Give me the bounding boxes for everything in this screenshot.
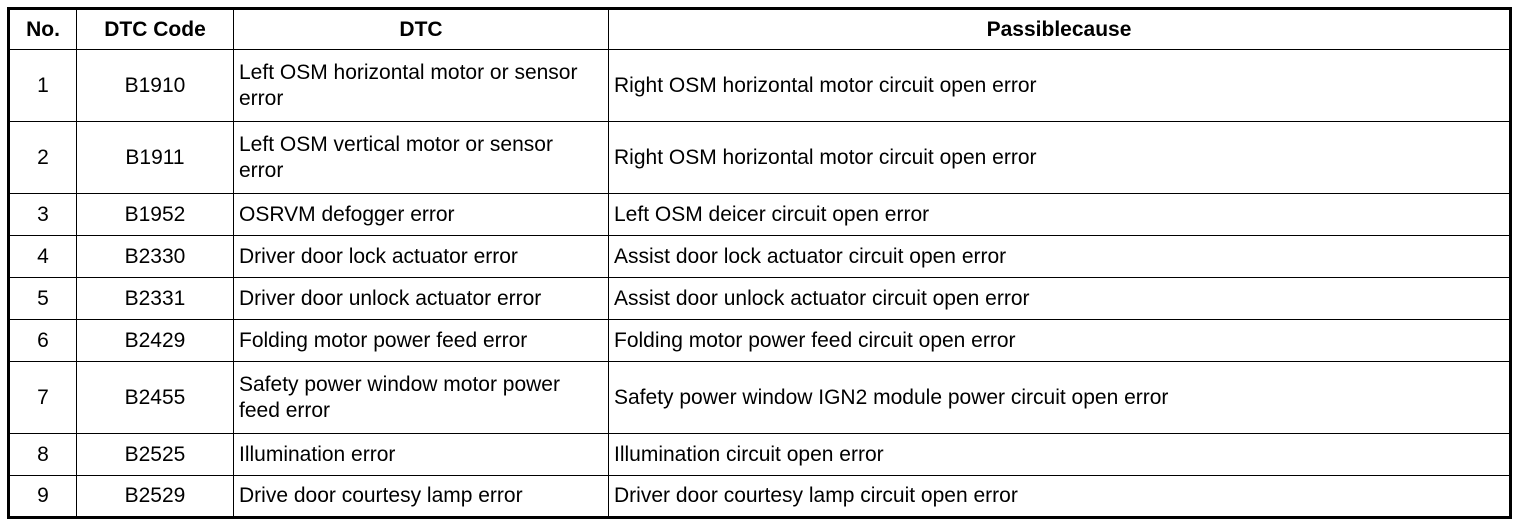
header-possible-cause: Passiblecause xyxy=(608,8,1511,50)
cell-dtc-code: B2330 xyxy=(76,235,234,278)
table-row: 2 B1911 Left OSM vertical motor or senso… xyxy=(8,121,1511,194)
cell-dtc-code: B2455 xyxy=(76,361,234,434)
table-row: 5 B2331 Driver door unlock actuator erro… xyxy=(8,277,1511,320)
cell-cause: Driver door courtesy lamp circuit open e… xyxy=(608,475,1511,518)
cell-dtc: Driver door unlock actuator error xyxy=(233,277,609,320)
header-no: No. xyxy=(8,8,77,50)
table-header-row: No. DTC Code DTC Passiblecause xyxy=(8,8,1511,50)
cell-cause: Illumination circuit open error xyxy=(608,433,1511,476)
cell-dtc: Illumination error xyxy=(233,433,609,476)
cell-dtc: Driver door lock actuator error xyxy=(233,235,609,278)
cell-no: 3 xyxy=(8,193,77,236)
cell-dtc-code: B1911 xyxy=(76,121,234,194)
cell-no: 7 xyxy=(8,361,77,434)
cell-dtc-code: B2525 xyxy=(76,433,234,476)
cell-cause: Assist door lock actuator circuit open e… xyxy=(608,235,1511,278)
cell-dtc-code: B2429 xyxy=(76,319,234,362)
cell-cause: Right OSM horizontal motor circuit open … xyxy=(608,49,1511,122)
cell-no: 1 xyxy=(8,49,77,122)
cell-dtc: Left OSM vertical motor or sensor error xyxy=(233,121,609,194)
cell-dtc: Drive door courtesy lamp error xyxy=(233,475,609,518)
cell-cause: Folding motor power feed circuit open er… xyxy=(608,319,1511,362)
cell-cause: Left OSM deicer circuit open error xyxy=(608,193,1511,236)
table-row: 7 B2455 Safety power window motor power … xyxy=(8,361,1511,434)
table-row: 1 B1910 Left OSM horizontal motor or sen… xyxy=(8,49,1511,122)
header-dtc: DTC xyxy=(233,8,609,50)
cell-no: 9 xyxy=(8,475,77,518)
cell-cause: Safety power window IGN2 module power ci… xyxy=(608,361,1511,434)
dtc-table: No. DTC Code DTC Passiblecause 1 B1910 L… xyxy=(7,7,1512,519)
cell-dtc-code: B1910 xyxy=(76,49,234,122)
cell-dtc-code: B2331 xyxy=(76,277,234,320)
table-row: 8 B2525 Illumination error Illumination … xyxy=(8,433,1511,476)
cell-cause: Right OSM horizontal motor circuit open … xyxy=(608,121,1511,194)
cell-dtc: OSRVM defogger error xyxy=(233,193,609,236)
cell-no: 4 xyxy=(8,235,77,278)
cell-dtc: Safety power window motor power feed err… xyxy=(233,361,609,434)
header-dtc-code: DTC Code xyxy=(76,8,234,50)
cell-no: 8 xyxy=(8,433,77,476)
table-row: 4 B2330 Driver door lock actuator error … xyxy=(8,235,1511,278)
cell-no: 2 xyxy=(8,121,77,194)
table-row: 3 B1952 OSRVM defogger error Left OSM de… xyxy=(8,193,1511,236)
cell-dtc-code: B2529 xyxy=(76,475,234,518)
cell-no: 5 xyxy=(8,277,77,320)
cell-cause: Assist door unlock actuator circuit open… xyxy=(608,277,1511,320)
table-row: 6 B2429 Folding motor power feed error F… xyxy=(8,319,1511,362)
cell-dtc: Folding motor power feed error xyxy=(233,319,609,362)
cell-dtc-code: B1952 xyxy=(76,193,234,236)
table-row: 9 B2529 Drive door courtesy lamp error D… xyxy=(8,475,1511,518)
cell-dtc: Left OSM horizontal motor or sensor erro… xyxy=(233,49,609,122)
dtc-table-container: No. DTC Code DTC Passiblecause 1 B1910 L… xyxy=(7,7,1512,519)
cell-no: 6 xyxy=(8,319,77,362)
